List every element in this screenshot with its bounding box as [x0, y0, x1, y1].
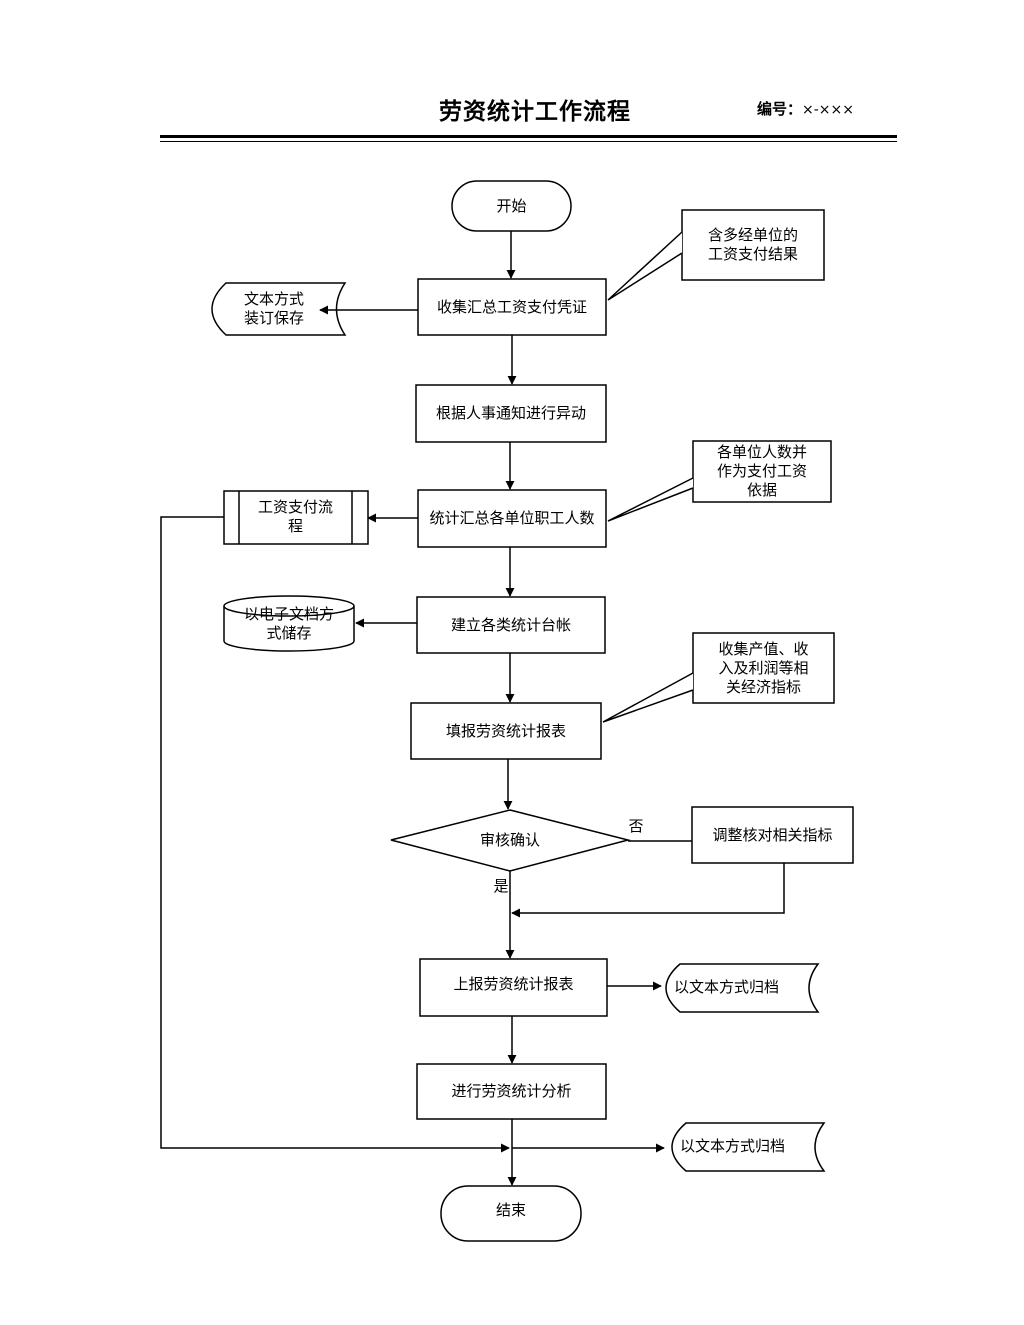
- doc-number-value: ×-×××: [802, 102, 854, 118]
- electronic-store-line-2: 式储存: [266, 624, 312, 642]
- start-label: 开始: [496, 196, 527, 215]
- build-ledger-label: 建立各类统计台帐: [450, 615, 571, 634]
- paper-bind-line-2: 装订保存: [243, 309, 304, 327]
- wage-process-line-1: 工资支付流: [257, 498, 333, 516]
- callout-headcount-line-1: 各单位人数并: [716, 443, 807, 461]
- fill-report-label: 填报劳资统计报表: [445, 721, 566, 740]
- end-terminal: [440, 1185, 582, 1242]
- analysis-box: [416, 1063, 607, 1120]
- paper-bind-line-1: 文本方式: [243, 290, 304, 308]
- callout-headcount-line-3: 依据: [746, 481, 777, 499]
- archive-label-1: 以文本方式归档: [674, 977, 780, 996]
- submit-report-box: [419, 958, 608, 1017]
- callout-headcount: 各单位人数并 作为支付工资 依据: [695, 442, 829, 501]
- edge-label-yes: 是: [493, 876, 509, 895]
- paper-bind-shape: [211, 282, 347, 336]
- paper-bind-label: 文本方式 装订保存: [215, 286, 333, 332]
- adjust-indicators-label: 调整核对相关指标: [712, 825, 833, 844]
- review-label: 审核确认: [479, 830, 540, 849]
- callout-headcount-line-2: 作为支付工资: [716, 462, 807, 480]
- adjust-indicators-box: [691, 806, 854, 864]
- callout-indicators: 收集产值、收 入及利润等相 关经济指标: [695, 637, 832, 699]
- electronic-store-label: 以电子文档方 式储存: [226, 602, 352, 646]
- electronic-store-cylinder: [223, 606, 355, 652]
- doc-number: 编号：×-×××: [757, 98, 854, 119]
- submit-report-label: 上报劳资统计报表: [453, 975, 574, 993]
- wage-process-label: 工资支付流 程: [239, 494, 352, 540]
- electronic-store-line-1: 以电子文档方: [243, 605, 334, 623]
- count-staff-label: 统计汇总各单位职工人数: [429, 509, 595, 527]
- wage-process-box: [223, 490, 369, 545]
- callout-indicators-line-3: 关经济指标: [725, 677, 801, 696]
- callout-box-indicators: [692, 632, 835, 704]
- archive-shape-1: [665, 963, 820, 1013]
- fill-report-box: [410, 702, 602, 760]
- callout-multi-unit: 含多经单位的 工资支付结果: [684, 222, 822, 268]
- callout-multi-unit-line-1: 含多经单位的: [707, 226, 798, 244]
- edge-label-no: 否: [628, 816, 644, 835]
- adjust-notice-label: 根据人事通知进行异动: [435, 404, 586, 422]
- archive-shape-2: [671, 1122, 826, 1172]
- analysis-label: 进行劳资统计分析: [451, 1082, 572, 1100]
- collect-box: [417, 278, 607, 336]
- callout-indicators-line-1: 收集产值、收: [718, 639, 809, 658]
- callout-indicators-line-2: 入及利润等相: [718, 658, 809, 677]
- collect-label: 收集汇总工资支付凭证: [436, 297, 587, 316]
- archive-label-2: 以文本方式归档: [680, 1136, 786, 1155]
- adjust-notice-box: [415, 384, 607, 443]
- callout-box-headcount: [692, 440, 832, 503]
- header-rule-thin: [160, 141, 897, 142]
- doc-number-label: 编号：: [757, 100, 803, 118]
- header-rule-thick: [160, 135, 897, 138]
- wage-process-line-2: 程: [287, 517, 303, 535]
- end-label: 结束: [495, 1200, 526, 1219]
- callout-multi-unit-line-2: 工资支付结果: [707, 245, 798, 263]
- callout-box-multi-unit: [681, 209, 825, 281]
- page-title: 劳资统计工作流程: [439, 99, 631, 125]
- build-ledger-box: [416, 596, 606, 654]
